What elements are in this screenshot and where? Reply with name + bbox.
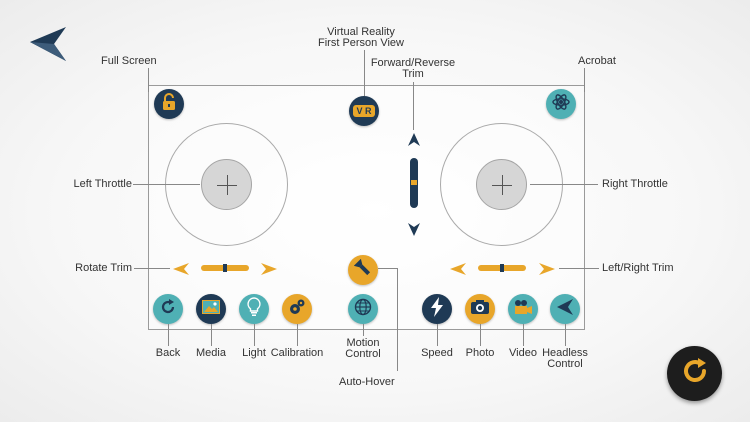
rotate-trim-right-arrow[interactable] <box>261 262 277 280</box>
media-button[interactable] <box>196 294 226 324</box>
headless-label-line1: Headless <box>542 347 588 359</box>
left-throttle-leader <box>133 184 200 185</box>
calibration-label: Calibration <box>270 347 324 359</box>
media-leader <box>211 324 212 346</box>
refresh-icon <box>680 356 710 391</box>
vr-label-line2: First Person View <box>318 37 404 49</box>
back-arrow-icon[interactable] <box>28 25 68 63</box>
video-button[interactable] <box>508 294 538 324</box>
video-label: Video <box>509 347 537 359</box>
full-screen-leader <box>148 68 149 92</box>
fr-trim-label-line2: Trim <box>402 68 424 80</box>
lr-trim-leader <box>559 268 599 269</box>
right-throttle-leader <box>530 184 598 185</box>
rotate-trim-knob[interactable] <box>223 264 227 272</box>
right-throttle-label: Right Throttle <box>602 178 668 190</box>
photo-button[interactable] <box>465 294 495 324</box>
lightbulb-icon <box>247 296 261 322</box>
speed-label: Speed <box>421 347 453 359</box>
globe-icon <box>354 298 372 321</box>
rotate-trim-slider[interactable] <box>201 264 249 272</box>
compass-arrow-icon <box>556 298 574 321</box>
auto-hover-leader-h <box>378 268 398 269</box>
motion-label-line2: Control <box>345 348 381 360</box>
motion-control-button[interactable] <box>348 294 378 324</box>
lr-trim-left-arrow[interactable] <box>450 262 466 280</box>
atom-icon <box>551 92 571 117</box>
back-button[interactable] <box>153 294 183 324</box>
full-screen-button[interactable] <box>154 89 184 119</box>
speed-button[interactable] <box>422 294 452 324</box>
left-right-trim-slider[interactable] <box>478 264 526 272</box>
back-label: Back <box>155 347 181 359</box>
vr-leader <box>364 50 365 96</box>
auto-hover-button[interactable] <box>348 255 378 285</box>
acrobat-button[interactable] <box>546 89 576 119</box>
acrobat-leader <box>584 68 585 92</box>
video-camera-icon <box>513 299 533 320</box>
motion-label-line1: Motion <box>346 337 380 349</box>
lightning-icon <box>430 296 444 322</box>
light-label: Light <box>242 347 266 359</box>
calibration-button[interactable] <box>282 294 312 324</box>
back-leader <box>168 324 169 346</box>
rotate-trim-label: Rotate Trim <box>75 262 132 274</box>
speed-leader <box>437 324 438 346</box>
motion-leader <box>363 324 364 336</box>
auto-hover-leader-v <box>397 268 398 371</box>
fr-trim-leader <box>413 82 414 130</box>
forward-reverse-trim-knob[interactable] <box>411 180 417 185</box>
auto-hover-label: Auto-Hover <box>339 376 395 388</box>
headless-leader <box>565 324 566 346</box>
trim-reverse-arrow[interactable] <box>407 222 421 241</box>
right-throttle-stick[interactable] <box>440 123 563 246</box>
headless-label-line2: Control <box>547 358 583 370</box>
headless-control-button[interactable] <box>550 294 580 324</box>
full-screen-label: Full Screen <box>101 55 157 67</box>
photo-leader <box>480 324 481 346</box>
fr-trim-label-line1: Forward/Reverse <box>370 57 456 69</box>
lock-icon <box>161 92 177 116</box>
forward-reverse-trim-slider[interactable] <box>410 158 418 208</box>
rotate-trim-leader <box>134 268 170 269</box>
gears-icon <box>287 297 307 322</box>
vr-button[interactable]: V R <box>349 96 379 126</box>
media-label: Media <box>196 347 226 359</box>
light-leader <box>254 324 255 346</box>
video-leader <box>523 324 524 346</box>
lr-trim-right-arrow[interactable] <box>539 262 555 280</box>
left-right-trim-knob[interactable] <box>500 264 504 272</box>
trim-forward-arrow[interactable] <box>407 133 421 152</box>
left-right-trim-label: Left/Right Trim <box>602 262 674 274</box>
light-button[interactable] <box>239 294 269 324</box>
vr-icon: V R <box>353 105 375 117</box>
left-throttle-knob[interactable] <box>201 159 252 210</box>
flashlight-icon <box>353 258 372 282</box>
calibration-leader <box>297 324 298 346</box>
camera-icon <box>470 299 490 320</box>
vr-label-line1: Virtual Reality <box>327 26 395 38</box>
right-throttle-knob[interactable] <box>476 159 527 210</box>
picture-icon <box>202 299 220 319</box>
rotate-icon <box>159 298 177 321</box>
left-throttle-label: Left Throttle <box>73 178 133 190</box>
acrobat-label: Acrobat <box>578 55 616 67</box>
photo-label: Photo <box>465 347 495 359</box>
refresh-button[interactable] <box>667 346 722 401</box>
rotate-trim-left-arrow[interactable] <box>173 262 189 280</box>
